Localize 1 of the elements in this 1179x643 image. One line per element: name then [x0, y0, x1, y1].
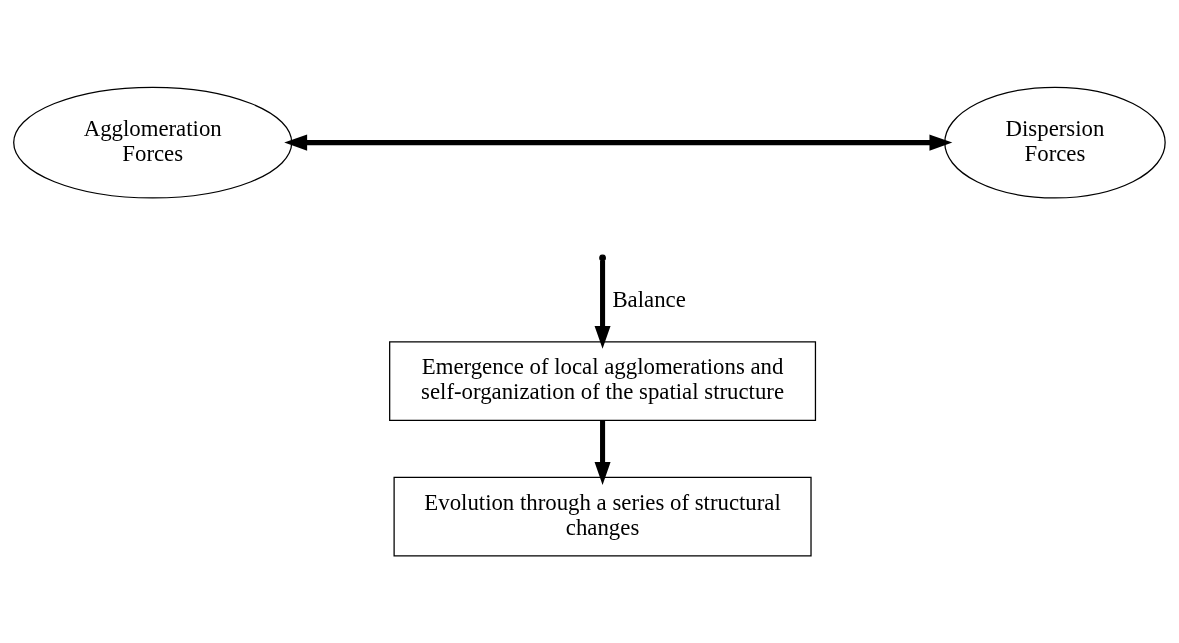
edge-label: Balance: [612, 286, 686, 312]
